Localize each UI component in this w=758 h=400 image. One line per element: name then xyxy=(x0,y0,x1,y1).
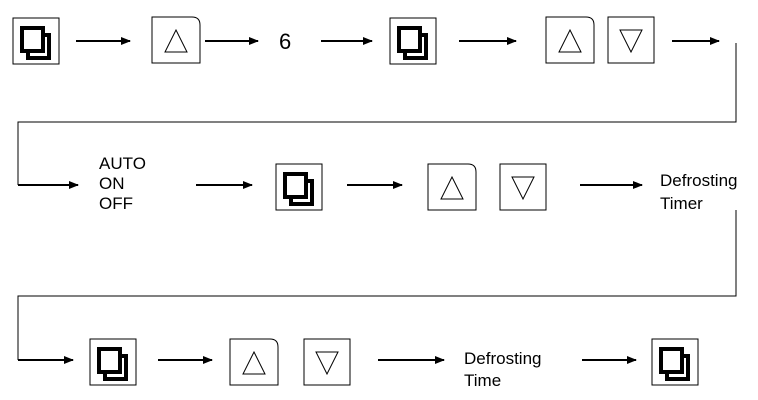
defrost-time-label-line1: Defrosting xyxy=(464,349,542,368)
up-key-icon xyxy=(229,338,279,386)
set-key-icon xyxy=(274,162,324,212)
set-key-icon xyxy=(388,16,438,66)
down-key-icon xyxy=(303,338,351,386)
step-number-label: 6 xyxy=(279,29,292,54)
up-key-icon xyxy=(427,163,477,211)
down-key-icon xyxy=(499,163,547,211)
set-key-icon xyxy=(650,337,700,387)
down-key-icon xyxy=(607,16,655,64)
up-key-icon xyxy=(151,16,201,64)
defrost-time-label-line2: Time xyxy=(464,371,502,390)
set-key-icon xyxy=(11,16,61,66)
up-key-icon xyxy=(545,16,595,64)
mode-auto-label: AUTO xyxy=(99,154,146,173)
defrost-timer-label-line1: Defrosting xyxy=(660,171,738,190)
mode-off-label: OFF xyxy=(99,194,133,213)
flow-connector xyxy=(17,43,737,185)
mode-on-label: ON xyxy=(99,174,125,193)
defrost-timer-label-line2: Timer xyxy=(660,194,703,213)
flow-connector xyxy=(17,210,737,360)
set-key-icon xyxy=(88,337,138,387)
